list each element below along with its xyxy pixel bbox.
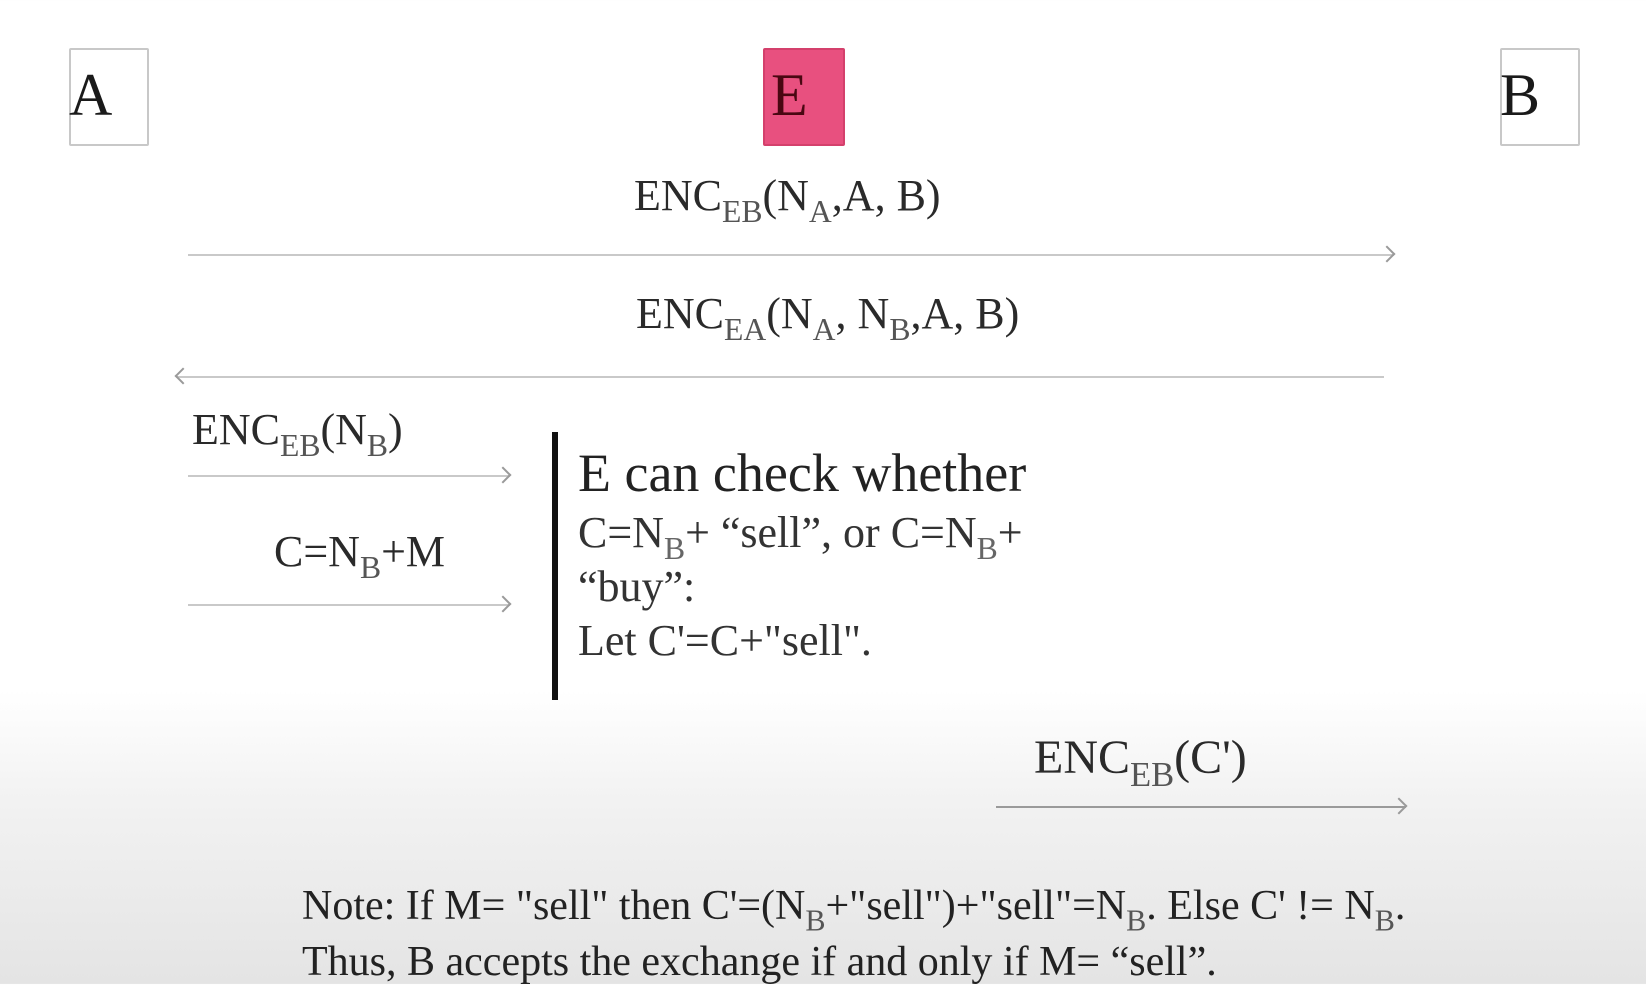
arrow-head-icon — [1390, 797, 1408, 815]
message-5-label: ENCEB(C') — [1034, 731, 1247, 795]
message-4-label: C=NB+M — [274, 527, 445, 586]
party-b-label: B — [1500, 62, 1541, 128]
note-line-2: Thus, B accepts the exchange if and only… — [302, 939, 1217, 985]
separator-bar — [552, 432, 558, 700]
arrow-head-icon — [494, 466, 512, 484]
message-2-arrow — [174, 367, 1384, 385]
note-block: Note: If M= "sell" then C'=(NB+"sell")+"… — [302, 878, 1405, 990]
check-line-2: “buy”: — [578, 562, 696, 611]
party-b-box: B — [1500, 48, 1580, 146]
message-5-arrow — [996, 797, 1408, 815]
e-check-block: E can check whether C=NB+ “sell”, or C=N… — [578, 440, 1026, 668]
party-a-label: A — [69, 62, 113, 128]
message-3-arrow — [188, 466, 512, 484]
message-2-label: ENCEA(NA, NB,A, B) — [636, 289, 1020, 348]
note-line-1: Note: If M= "sell" then C'=(NB+"sell")+"… — [302, 883, 1406, 938]
arrow-head-icon — [1378, 245, 1396, 263]
check-line-1: C=NB+ “sell”, or C=NB+ — [578, 508, 1023, 567]
check-title: E can check whether — [578, 443, 1027, 503]
arrow-head-icon — [174, 367, 192, 385]
party-a-box: A — [69, 48, 149, 146]
party-e-box: E — [763, 48, 845, 146]
message-3-label: ENCEB(NB) — [192, 405, 403, 464]
check-line-3: Let C'=C+"sell". — [578, 616, 872, 665]
arrow-head-icon — [494, 595, 512, 613]
message-1-arrow — [188, 245, 1396, 263]
party-e-label: E — [771, 62, 808, 128]
message-1-label: ENCEB(NA,A, B) — [634, 171, 941, 230]
message-4-arrow — [188, 595, 512, 613]
